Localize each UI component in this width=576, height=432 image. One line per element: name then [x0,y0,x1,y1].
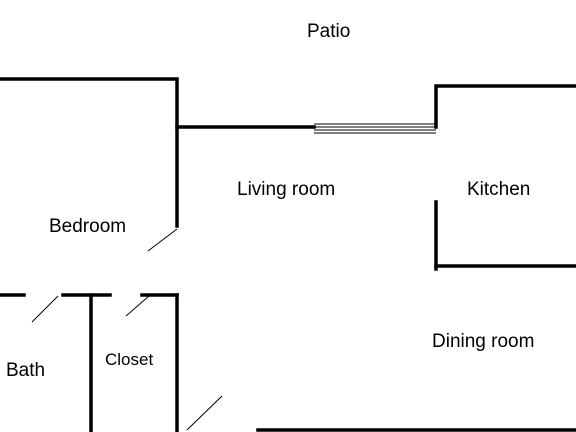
walls [0,77,576,432]
dining-room-label: Dining room [432,331,534,352]
entry-door [186,395,223,431]
closet-label: Closet [105,350,153,369]
bath-door [31,295,59,323]
patio-label: Patio [307,21,350,42]
bedroom-wall [0,77,179,228]
kitchen-wall [434,84,576,129]
room-labels: Patio Living room Kitchen Bedroom Bath C… [6,21,534,381]
living-room-label: Living room [237,179,335,200]
bedroom-door [147,228,178,252]
sliding-door [314,123,436,134]
closet-door [125,295,150,317]
door-swings [31,228,223,431]
bedroom-label: Bedroom [49,216,126,237]
bath-label: Bath [6,360,45,381]
kitchen-label: Kitchen [467,179,530,200]
